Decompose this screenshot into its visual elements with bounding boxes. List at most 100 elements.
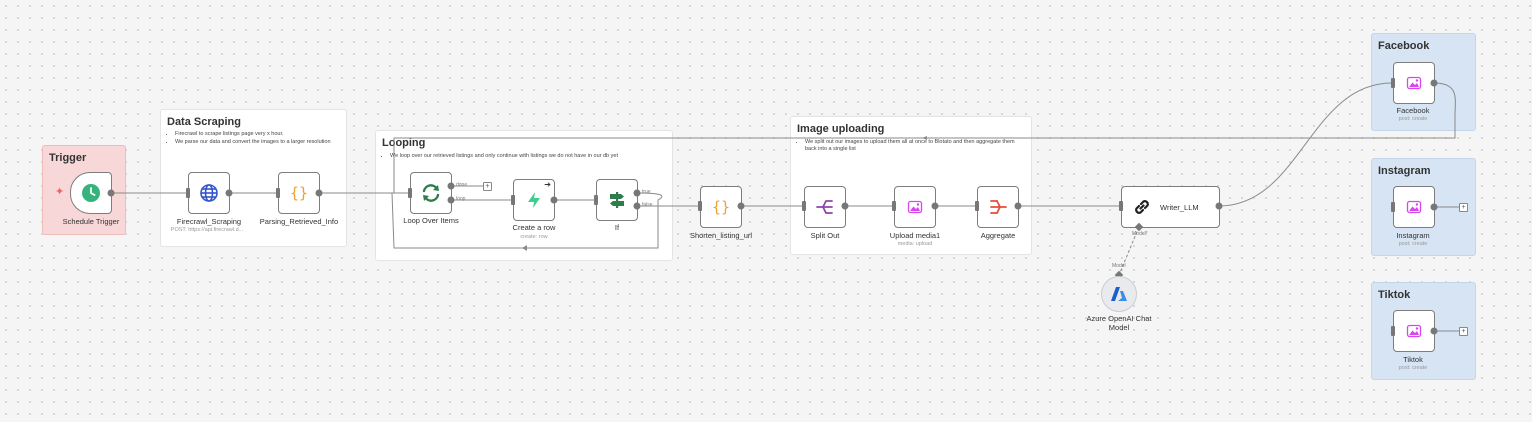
node-subtitle: create: row xyxy=(520,234,548,240)
spark-icon: ✦ xyxy=(55,186,65,198)
node-label: Azure OpenAI Chat xyxy=(1086,314,1152,323)
output-port[interactable] xyxy=(315,189,323,197)
sticky-notes: We loop over our retrieved listings and … xyxy=(382,153,672,161)
node-shorten-listing-url[interactable]: {} xyxy=(700,186,742,228)
input-port[interactable] xyxy=(892,201,896,211)
node-subtitle: post: create xyxy=(1398,241,1428,247)
sticky-notes: We split out our images to upload them a… xyxy=(797,139,1017,154)
node-label: Tiktok xyxy=(1403,355,1423,364)
node-label: Aggregate xyxy=(980,231,1016,240)
output-port[interactable] xyxy=(1430,203,1438,211)
add-node-button[interactable]: + xyxy=(483,182,492,191)
node-facebook[interactable] xyxy=(1393,62,1435,104)
split-icon xyxy=(816,200,833,214)
input-port[interactable] xyxy=(186,188,190,198)
input-port[interactable] xyxy=(975,201,979,211)
sticky-title: Trigger xyxy=(49,152,87,164)
output-port-true[interactable] xyxy=(633,189,641,197)
node-label: Firecrawl_Scraping xyxy=(176,217,242,226)
note-line: We split out our images to upload them a… xyxy=(805,139,1017,153)
output-port-false[interactable] xyxy=(633,202,641,210)
node-instagram[interactable] xyxy=(1393,186,1435,228)
node-label: Instagram xyxy=(1396,231,1430,240)
node-upload-media1[interactable] xyxy=(894,186,936,228)
aggregate-icon xyxy=(990,200,1007,214)
output-port[interactable] xyxy=(841,202,849,210)
port-label: Model* xyxy=(1132,231,1148,237)
input-port[interactable] xyxy=(1119,201,1123,211)
node-azure-openai-chat-model[interactable] xyxy=(1101,276,1137,312)
node-if[interactable] xyxy=(596,179,638,221)
node-aggregate[interactable] xyxy=(977,186,1019,228)
note-line: We parse our data and convert the images… xyxy=(175,139,343,146)
node-label: Parsing_Retrieved_Info xyxy=(259,217,339,226)
node-subtitle: POST: https://api.firecrawl.d... xyxy=(170,227,244,233)
node-label: Writer_LLM xyxy=(1160,202,1199,212)
output-port-loop[interactable] xyxy=(447,196,455,204)
node-label: If xyxy=(614,223,620,232)
sticky-title: Looping xyxy=(382,137,426,149)
azure-icon xyxy=(1111,287,1127,301)
node-parsing-retrieved-info[interactable]: {} xyxy=(278,172,320,214)
output-port[interactable] xyxy=(107,189,115,197)
node-writer-llm[interactable]: Writer_LLM xyxy=(1121,186,1220,228)
node-split-out[interactable] xyxy=(804,186,846,228)
sticky-notes: Firecrawl to scrape listings page very x… xyxy=(167,131,343,147)
node-label: Shorten_listing_url xyxy=(689,231,753,240)
input-port[interactable] xyxy=(408,188,412,198)
output-port[interactable] xyxy=(550,196,558,204)
node-subtitle: post: create xyxy=(1398,116,1428,122)
blotato-icon xyxy=(1406,76,1422,90)
svg-text:{}: {} xyxy=(712,198,730,216)
node-label: Create a row xyxy=(512,223,556,232)
input-port[interactable] xyxy=(1391,78,1395,88)
port-label: done xyxy=(456,182,468,188)
blotato-icon xyxy=(1406,324,1422,338)
node-loop-over-items[interactable] xyxy=(410,172,452,214)
input-port[interactable] xyxy=(802,201,806,211)
output-port[interactable] xyxy=(931,202,939,210)
output-port[interactable] xyxy=(1430,327,1438,335)
blotato-icon xyxy=(1406,200,1422,214)
output-port[interactable] xyxy=(1215,202,1223,210)
wire-writer-facebook xyxy=(1218,82,1393,207)
input-port[interactable] xyxy=(276,188,280,198)
output-port[interactable] xyxy=(737,202,745,210)
code-braces-icon: {} xyxy=(712,198,730,216)
node-label: Upload media1 xyxy=(889,231,941,240)
output-port[interactable] xyxy=(1430,79,1438,87)
node-tiktok[interactable] xyxy=(1393,310,1435,352)
output-port[interactable] xyxy=(1014,202,1022,210)
port-label: loop xyxy=(456,196,466,202)
arrow-right-icon: ➔ xyxy=(544,180,551,189)
input-port[interactable] xyxy=(1391,202,1395,212)
node-label: Loop Over Items xyxy=(403,216,459,225)
supabase-bolt-icon xyxy=(528,192,540,208)
sticky-title: Facebook xyxy=(1378,40,1430,52)
node-label: Split Out xyxy=(810,231,840,240)
clock-icon xyxy=(82,184,100,202)
port-label: true xyxy=(642,189,651,195)
note-line: Firecrawl to scrape listings page very x… xyxy=(175,131,343,138)
add-node-button[interactable]: + xyxy=(1459,327,1468,336)
globe-icon xyxy=(200,184,218,202)
input-port[interactable] xyxy=(594,195,598,205)
node-label: Facebook xyxy=(1396,106,1430,115)
sticky-title: Instagram xyxy=(1378,165,1431,177)
node-firecrawl-scraping[interactable] xyxy=(188,172,230,214)
input-port[interactable] xyxy=(1391,326,1395,336)
node-label: Schedule Trigger xyxy=(62,217,120,226)
output-port[interactable] xyxy=(225,189,233,197)
node-subtitle: post: create xyxy=(1398,365,1428,371)
node-subtitle: media: upload xyxy=(897,241,933,247)
code-braces-icon: {} xyxy=(290,184,308,202)
add-node-button[interactable]: + xyxy=(1459,203,1468,212)
sticky-title: Image uploading xyxy=(797,123,885,135)
input-port[interactable] xyxy=(698,201,702,211)
node-create-a-row[interactable]: ➔ xyxy=(513,179,555,221)
port-label: Model xyxy=(1112,263,1126,269)
input-port[interactable] xyxy=(511,195,515,205)
output-port-done[interactable] xyxy=(447,182,455,190)
port-label: false xyxy=(642,202,653,208)
node-schedule-trigger[interactable] xyxy=(70,172,112,214)
